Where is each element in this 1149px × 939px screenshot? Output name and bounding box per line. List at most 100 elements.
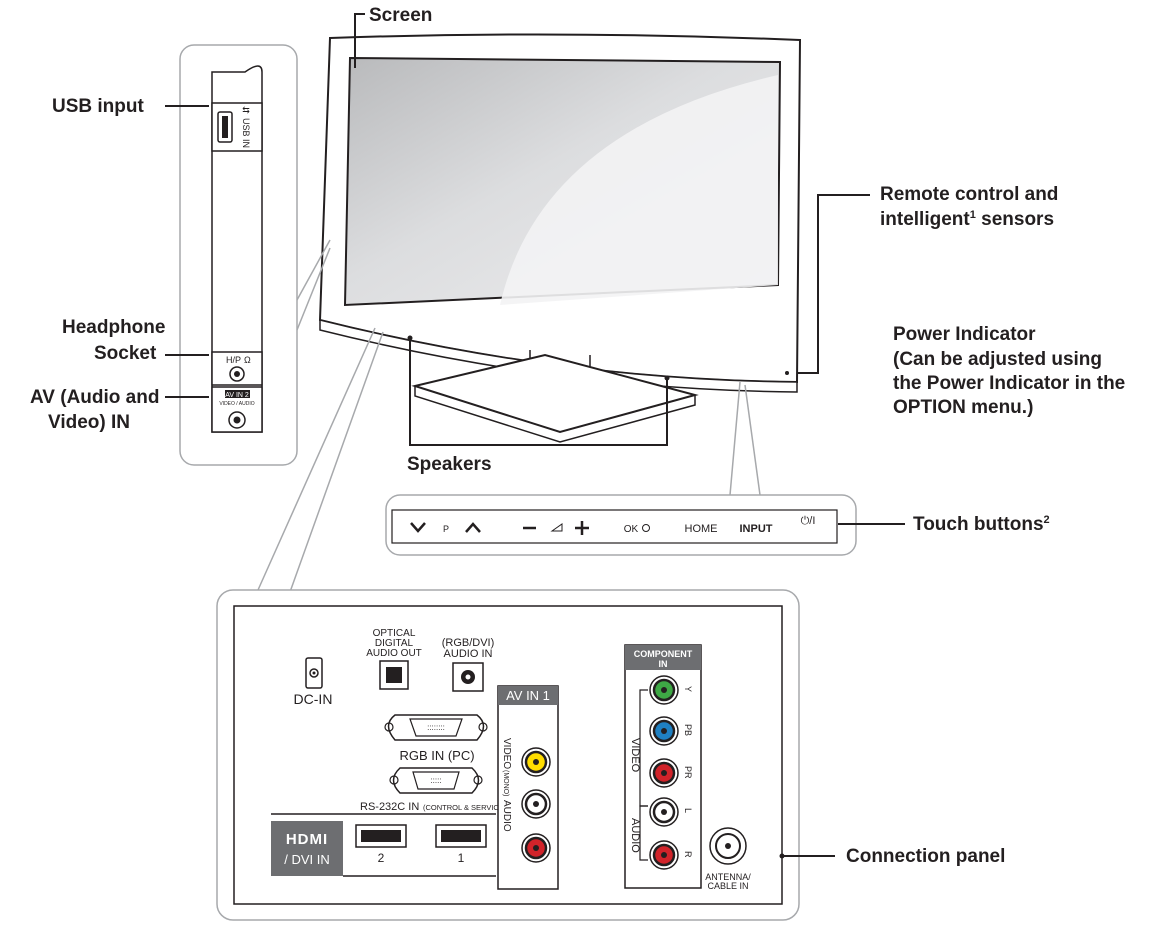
sensor-dot xyxy=(785,371,789,375)
usb-input-label: USB input xyxy=(52,96,144,117)
rgbdvi-audio-port xyxy=(452,662,484,692)
component-r-jack xyxy=(649,840,679,870)
screen-label: Screen xyxy=(369,5,432,26)
component-r-label: R xyxy=(683,851,693,858)
connection-panel-label: Connection panel xyxy=(846,846,1005,867)
av1-video-jack xyxy=(521,747,551,777)
component-l-label: L xyxy=(683,808,693,813)
av1-mono-label: (MONO) xyxy=(502,770,509,796)
remote-label-sup: 1 xyxy=(970,209,976,221)
rgb-in-screw-right xyxy=(478,722,488,732)
component-header-1: COMPONENT xyxy=(634,649,693,659)
remote-label-2: intelligent1 sensors xyxy=(880,209,1054,230)
channel-up-icon xyxy=(465,522,481,533)
channel-p-label: P xyxy=(443,524,449,534)
rs232-screw-right xyxy=(473,775,483,785)
headphone-icon: Ω xyxy=(244,355,251,365)
ok-icon xyxy=(642,524,650,532)
component-video-label: VIDEO xyxy=(629,738,641,773)
power-button-label: ⏻/I xyxy=(801,515,816,527)
av2-sublabel: VIDEO / AUDIO xyxy=(219,401,254,407)
tv-body xyxy=(318,33,802,443)
hdmi-2-label: 2 xyxy=(378,851,385,865)
rgb-in-pins: :::::::: xyxy=(427,723,445,732)
headphone-label-1: Headphone xyxy=(62,317,165,338)
hdmi-logo: HDMI xyxy=(286,831,328,848)
av-in-label-2: Video) IN xyxy=(48,412,130,433)
touch-strip-body xyxy=(391,509,838,544)
component-l-jack xyxy=(649,797,679,827)
av-in-label-1: AV (Audio and xyxy=(30,387,159,408)
av1-audio-r-jack xyxy=(521,833,551,863)
side-panel-body xyxy=(211,65,263,433)
tv-bottom-edge xyxy=(319,319,798,393)
hdmi-2-port-inner xyxy=(361,830,401,842)
av2-jack-inner xyxy=(233,416,241,424)
rgb-in-label: RGB IN (PC) xyxy=(399,748,474,763)
speakers-leader-right xyxy=(490,378,668,446)
touch-button-strip: P OK HOME INPUT ⏻/I xyxy=(385,381,857,556)
touch-connector-right xyxy=(744,384,761,496)
hdmi-1-label: 1 xyxy=(458,851,465,865)
av1-header: AV IN 1 xyxy=(506,688,550,703)
av1-header-bg xyxy=(498,686,558,705)
optical-label-1: OPTICAL xyxy=(373,628,416,639)
rs232-label: RS-232C IN xyxy=(360,801,419,813)
hdmi-1-port-inner xyxy=(441,830,481,842)
ok-button-label: OK xyxy=(624,524,639,535)
av2-label: AV IN 2 xyxy=(225,392,249,399)
usb-port-box xyxy=(211,102,263,152)
touch-connector-left xyxy=(729,381,741,496)
connection-leader-dot xyxy=(779,853,785,859)
side-panel-inset: ⇆ USB IN H/P Ω AV IN 2 VIDEO / AUDIO xyxy=(179,44,331,466)
rs232-sublabel: (CONTROL & SERVICE) xyxy=(423,803,507,812)
leader-lines xyxy=(165,13,905,857)
usb-in-label: USB IN xyxy=(241,118,251,148)
touch-buttons-label: Touch buttons2 xyxy=(913,514,1050,535)
speakers-label: Speakers xyxy=(407,454,492,475)
hp-label: H/P xyxy=(226,355,241,365)
screen-leader xyxy=(354,13,365,68)
component-pr-label: PR xyxy=(683,766,693,779)
component-pb-jack xyxy=(649,716,679,746)
component-pr-jack xyxy=(649,758,679,788)
optical-label-2: DIGITAL xyxy=(375,638,414,649)
av2-label-bg xyxy=(225,390,250,398)
inset-connector-top xyxy=(296,239,331,301)
rgbdvi-label-2: AUDIO IN xyxy=(444,648,493,660)
rs232-port-inner xyxy=(412,771,460,790)
antenna-jack xyxy=(709,827,747,865)
conn-connector-right xyxy=(289,331,384,593)
remote-leader xyxy=(797,194,870,374)
antenna-label-1: ANTENNA/ xyxy=(705,872,751,882)
screen-glare xyxy=(500,75,778,305)
touch-buttons-text: Touch buttons xyxy=(913,514,1044,535)
power-indicator-label-2: (Can be adjusted using xyxy=(893,349,1102,370)
inset-connector-bottom xyxy=(296,247,331,331)
dvi-in-label: / DVI IN xyxy=(284,852,330,867)
rs232-screw-left xyxy=(389,775,399,785)
antenna-label-2: CABLE IN xyxy=(707,881,748,891)
remote-label-1: Remote control and xyxy=(880,184,1058,205)
dc-in-label: DC-IN xyxy=(294,691,333,707)
connection-panel-inset: DC-IN OPTICAL DIGITAL AUDIO OUT (RGB/DVI… xyxy=(216,327,800,921)
dc-in-pin xyxy=(312,671,316,675)
av1-audio-label: AUDIO xyxy=(501,800,512,832)
remote-label-sensors: sensors xyxy=(976,209,1054,230)
component-pb-label: PB xyxy=(683,724,693,736)
rgb-in-screw-left xyxy=(384,722,394,732)
usb-port-inner xyxy=(222,116,228,138)
volume-plus-icon xyxy=(575,521,589,535)
tv-stand-base-edge xyxy=(414,386,696,443)
component-audio-label: AUDIO xyxy=(629,818,641,853)
remote-label-intelligent: intelligent xyxy=(880,209,970,230)
hp-jack-inner xyxy=(234,371,240,377)
power-indicator-label-1: Power Indicator xyxy=(893,324,1036,345)
rgbdvi-audio-pin xyxy=(465,674,471,680)
component-y-label: Y xyxy=(683,686,693,692)
input-button-label: INPUT xyxy=(740,523,773,535)
touch-buttons-sup: 2 xyxy=(1044,514,1050,526)
rgbdvi-label-1: (RGB/DVI) xyxy=(442,637,495,649)
